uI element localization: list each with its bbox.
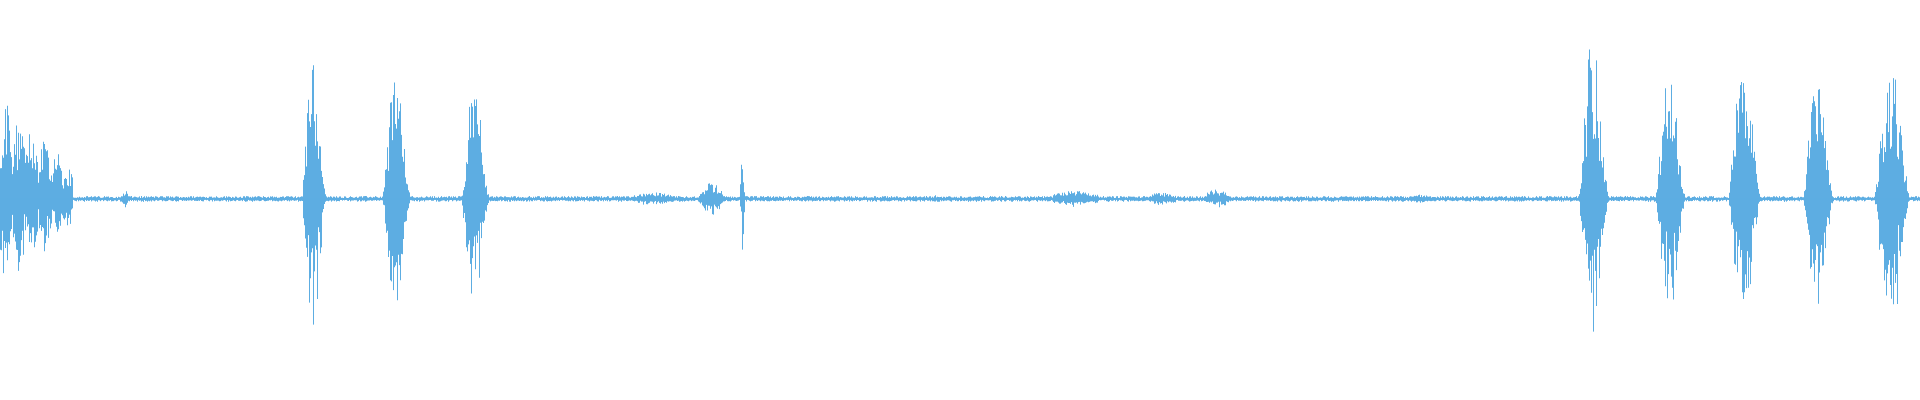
waveform-samples xyxy=(0,49,1920,332)
waveform-path xyxy=(0,49,1920,332)
